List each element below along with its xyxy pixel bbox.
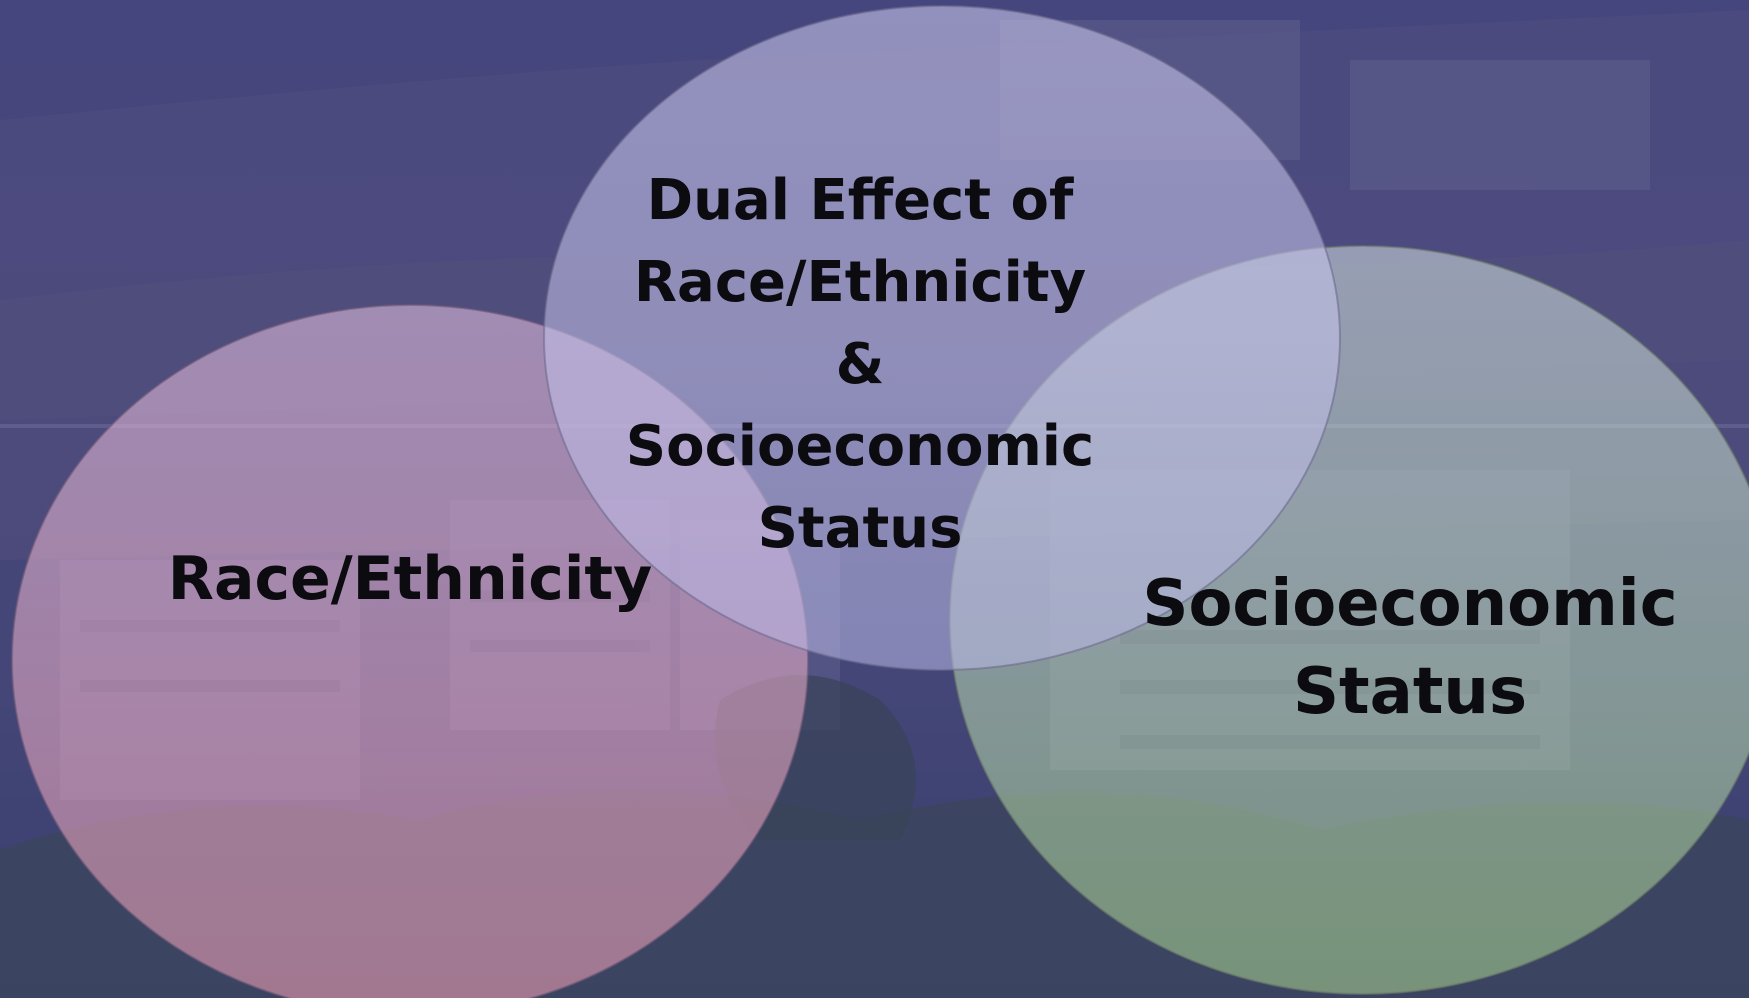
left-circle-label: Race/Ethnicity — [120, 540, 700, 618]
right-circle-label: Socioeconomic Status — [1130, 560, 1690, 736]
right-label-line-2: Status — [1292, 655, 1528, 729]
center-label-line-2: Race/Ethnicity — [633, 250, 1087, 315]
center-label-line-4: Socioeconomic — [625, 414, 1095, 479]
center-label-line-1: Dual Effect of — [646, 168, 1074, 233]
center-label-line-5: Status — [757, 496, 963, 561]
left-label-line-1: Race/Ethnicity — [167, 544, 653, 614]
center-circle-label: Dual Effect of Race/Ethnicity & Socioeco… — [560, 160, 1160, 570]
center-label-line-3: & — [835, 332, 885, 397]
circle-center — [543, 5, 1341, 671]
right-label-line-1: Socioeconomic — [1142, 567, 1678, 641]
